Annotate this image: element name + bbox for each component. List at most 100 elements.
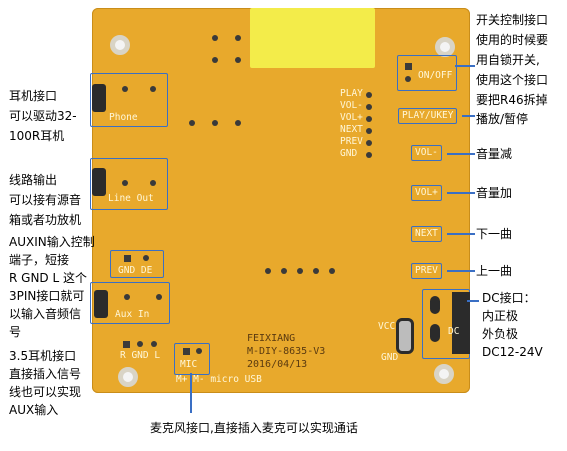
gnd-label: GND bbox=[381, 352, 399, 363]
pin-pad bbox=[366, 116, 372, 122]
play-note: 播放/暂停 bbox=[476, 112, 529, 126]
pcb-pad bbox=[143, 255, 149, 261]
pin-label: PREV bbox=[340, 136, 363, 147]
pcb-pad bbox=[189, 120, 195, 126]
pcb-pad bbox=[124, 294, 130, 300]
pcb-pad bbox=[122, 180, 128, 186]
line-out-callout-box bbox=[90, 158, 168, 210]
usb-label: M+ M- micro USB bbox=[176, 374, 262, 385]
pcb-pad bbox=[196, 348, 202, 354]
pin-label: GND bbox=[340, 148, 358, 159]
aux-note-1: AUXIN输入控制 bbox=[9, 235, 95, 249]
next-label: NEXT bbox=[411, 226, 442, 242]
pcb-pad bbox=[281, 268, 287, 274]
pcb-pad bbox=[265, 268, 271, 274]
module-pad bbox=[250, 8, 375, 68]
pcb-pad bbox=[151, 341, 157, 347]
vol-minus-label: VOL- bbox=[411, 145, 442, 161]
pcb-pad bbox=[235, 57, 241, 63]
rgndl-label: R GND L bbox=[120, 350, 161, 361]
mic-note: 麦克风接口,直接插入麦克可以实现通话 bbox=[150, 421, 358, 435]
onoff-note-4: 使用这个接口 bbox=[476, 73, 549, 87]
pcb-pad bbox=[123, 341, 130, 348]
pcb-pad bbox=[235, 120, 241, 126]
arrow-prev bbox=[447, 270, 475, 272]
line-out-label: Line Out bbox=[108, 193, 154, 204]
dc-note-2: 内正极 bbox=[482, 309, 519, 323]
date-text: 2016/04/13 bbox=[247, 359, 308, 370]
mount-hole-tl bbox=[110, 35, 130, 55]
pcb-pad bbox=[235, 35, 241, 41]
vol-plus-note: 音量加 bbox=[476, 186, 513, 200]
mount-hole-bl bbox=[118, 367, 138, 387]
pcb-pad bbox=[212, 120, 218, 126]
aux-note-2: 端子，短接 bbox=[9, 253, 70, 267]
dc-jack bbox=[452, 292, 470, 354]
arrow-mic bbox=[190, 373, 192, 413]
phone-label: Phone bbox=[109, 112, 138, 123]
phone-jack bbox=[92, 84, 106, 112]
gnd-de-callout-box bbox=[110, 250, 164, 278]
dc-note-4: DC12-24V bbox=[482, 345, 543, 359]
jack-note-3: 线也可以实现 bbox=[9, 385, 82, 399]
pcb-pad bbox=[405, 76, 411, 82]
line-note-3: 箱或者功放机 bbox=[9, 213, 82, 227]
onoff-note-3: 用自锁开关, bbox=[476, 53, 540, 67]
dc-pad bbox=[430, 296, 440, 314]
vcc-label: VCC bbox=[378, 321, 396, 332]
pin-pad bbox=[366, 128, 372, 134]
arrow-vol-minus bbox=[447, 153, 475, 155]
next-note: 下一曲 bbox=[476, 227, 513, 241]
pcb-pad bbox=[122, 86, 128, 92]
pcb-pad bbox=[150, 86, 156, 92]
prev-note: 上一曲 bbox=[476, 264, 513, 278]
arrow-play bbox=[462, 115, 475, 117]
jack-note-4: AUX输入 bbox=[9, 403, 59, 417]
pcb-pad bbox=[183, 348, 190, 355]
mount-hole-tr bbox=[435, 37, 455, 57]
resistor bbox=[396, 318, 414, 354]
phone-note-1: 耳机接口 bbox=[9, 89, 58, 103]
pcb-pad bbox=[124, 255, 131, 262]
pin-label: VOL+ bbox=[340, 112, 363, 123]
dc-note-3: 外负极 bbox=[482, 327, 519, 341]
dc-label: DC bbox=[448, 326, 460, 337]
line-note-1: 线路输出 bbox=[9, 173, 58, 187]
aux-in-label: Aux In bbox=[115, 309, 150, 320]
vol-minus-note: 音量减 bbox=[476, 147, 513, 161]
pin-pad bbox=[366, 92, 372, 98]
pcb-pad bbox=[313, 268, 319, 274]
jack-note-1: 3.5耳机接口 bbox=[9, 349, 77, 363]
onoff-note-2: 使用的时候要 bbox=[476, 33, 549, 47]
aux-note-6: 号 bbox=[9, 325, 22, 339]
mic-label: MIC bbox=[180, 359, 198, 370]
pcb-pad bbox=[212, 57, 218, 63]
aux-note-3: R GND L 这个 bbox=[9, 271, 87, 285]
pin-pad bbox=[366, 104, 372, 110]
pcb-pad bbox=[405, 63, 412, 70]
phone-note-2: 可以驱动32- bbox=[9, 109, 77, 123]
arrow-on-off bbox=[455, 65, 475, 67]
dc-note-1: DC接口： bbox=[482, 291, 536, 305]
mic-callout-box bbox=[174, 343, 210, 375]
arrow-dc bbox=[467, 300, 479, 302]
pcb-pad bbox=[329, 268, 335, 274]
pin-label: PLAY bbox=[340, 88, 363, 99]
on-off-callout-box bbox=[397, 55, 457, 91]
dc-pad bbox=[430, 324, 440, 342]
aux-note-4: 3PIN接口就可 bbox=[9, 289, 85, 303]
phone-note-3: 100R耳机 bbox=[9, 129, 65, 143]
onoff-note-1: 开关控制接口 bbox=[476, 13, 549, 27]
model-text: M-DIY-8635-V3 bbox=[247, 346, 326, 357]
mount-hole-br bbox=[434, 364, 454, 384]
feixiang-text: FEIXIANG bbox=[247, 333, 296, 344]
pin-pad bbox=[366, 140, 372, 146]
pin-label: NEXT bbox=[340, 124, 363, 135]
jack-note-2: 直接插入信号 bbox=[9, 367, 82, 381]
aux-in-callout-box bbox=[90, 282, 170, 324]
gnd-de-label: GND DE bbox=[118, 265, 153, 276]
pcb-pad bbox=[212, 35, 218, 41]
onoff-note-5: 要把R46拆掉 bbox=[476, 93, 548, 107]
pcb-pad bbox=[156, 294, 162, 300]
line-out-jack bbox=[92, 168, 106, 196]
